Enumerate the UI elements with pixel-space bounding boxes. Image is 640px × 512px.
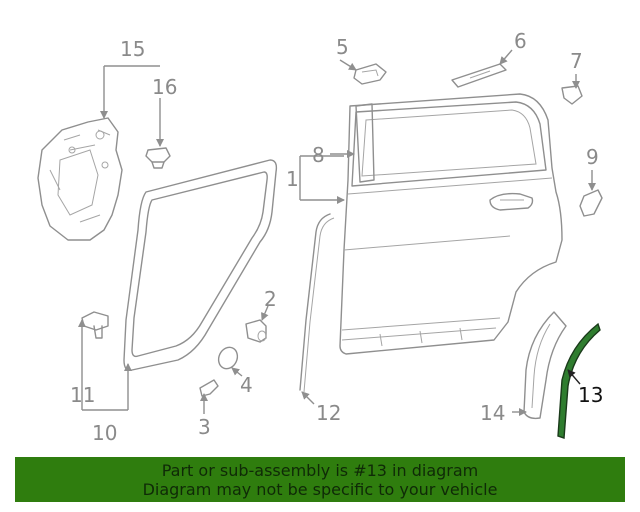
- callout-5: 5: [336, 35, 349, 59]
- part-15-door-lock: [37, 117, 123, 241]
- part-6-bracket: [451, 63, 507, 88]
- part-5-clip: [353, 63, 387, 85]
- callout-6: 6: [514, 29, 527, 53]
- callout-8: 8: [312, 143, 325, 167]
- part-8-frame: [355, 103, 375, 183]
- part-9-cap: [579, 189, 603, 217]
- callout-10: 10: [92, 421, 117, 445]
- callout-16: 16: [152, 75, 177, 99]
- parts-diagram: 15 16 5 6 7 8 1 9 2 4 11 12 14 3 10 13: [37, 29, 603, 445]
- part-1-rear-door: [339, 93, 563, 355]
- callout-3: 3: [198, 415, 211, 439]
- info-banner: Part or sub-assembly is #13 in diagram D…: [15, 457, 625, 502]
- part-11-clip: [81, 311, 109, 339]
- leader-lines: [78, 49, 596, 416]
- callout-4: 4: [240, 373, 253, 397]
- part-16-screw: [145, 147, 171, 169]
- callout-12: 12: [316, 401, 341, 425]
- callout-2: 2: [264, 287, 277, 311]
- part-13-moulding: [557, 322, 601, 439]
- callout-14: 14: [480, 401, 505, 425]
- part-4-plug: [217, 346, 239, 370]
- part-2-bumper: [245, 319, 267, 343]
- part-14-garnish: [523, 311, 567, 420]
- banner-line-2: Diagram may not be specific to your vehi…: [142, 479, 498, 499]
- banner-line-1: Part or sub-assembly is #13 in diagram: [161, 460, 479, 480]
- part-3-clip: [199, 379, 219, 397]
- callout-11: 11: [70, 383, 95, 407]
- part-12-seal: [299, 213, 335, 393]
- callout-13-highlighted: 13: [578, 383, 603, 407]
- callout-1: 1: [286, 167, 299, 191]
- part-7-clip: [561, 85, 583, 105]
- callout-15: 15: [120, 37, 145, 61]
- callout-7: 7: [570, 49, 583, 73]
- part-10-weatherstrip: [123, 159, 278, 371]
- callout-9: 9: [586, 145, 599, 169]
